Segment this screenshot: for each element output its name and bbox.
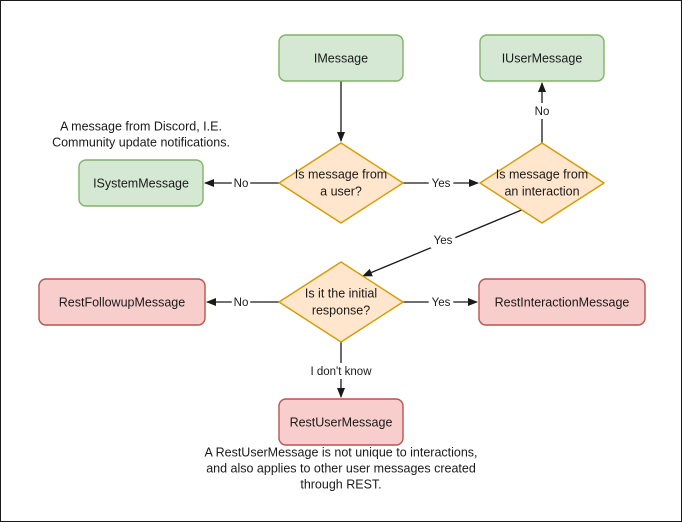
note-line: A RestUserMessage is not unique to inter… bbox=[204, 445, 477, 459]
node-label-line1: Is message from bbox=[295, 167, 387, 181]
decision-shape bbox=[278, 261, 404, 343]
edge-label-backdrop bbox=[428, 294, 454, 310]
node-label: IMessage bbox=[314, 51, 368, 65]
node-label-line2: an interaction bbox=[504, 184, 579, 198]
edge-user-check-yes-to-interaction: Yes bbox=[403, 175, 479, 191]
node-isystemmessage[interactable]: ISystemMessage bbox=[78, 159, 204, 207]
node-imessage[interactable]: IMessage bbox=[278, 34, 404, 82]
edge-interaction-no-to-iusermessage: No bbox=[532, 82, 552, 143]
note-line: and also applies to other user messages … bbox=[206, 461, 476, 475]
edge-label: No bbox=[535, 106, 550, 118]
edge-user-check-no-to-system: No bbox=[204, 175, 279, 191]
note-system-message-note: A message from Discord, I.E. Community up… bbox=[52, 119, 230, 149]
node-label: ISystemMessage bbox=[93, 176, 189, 190]
note-line: Community update notifications. bbox=[52, 135, 230, 149]
node-label: RestFollowupMessage bbox=[59, 295, 185, 309]
edge-label: Yes bbox=[432, 297, 451, 309]
node-restinteractionmessage[interactable]: RestInteractionMessage bbox=[478, 278, 646, 326]
node-is-from-interaction[interactable]: Is message from an interaction bbox=[479, 142, 605, 224]
node-shape bbox=[38, 278, 206, 326]
node-shape bbox=[278, 34, 404, 82]
edge-initial-unknown-to-usermessage: I don't know bbox=[300, 342, 382, 398]
node-is-initial-response[interactable]: Is it the initial response? bbox=[278, 261, 404, 343]
edge-label-backdrop bbox=[231, 294, 251, 310]
edge-label: No bbox=[234, 297, 249, 309]
note-line: through REST. bbox=[300, 477, 381, 491]
node-label: IUserMessage bbox=[502, 51, 583, 65]
node-label: RestInteractionMessage bbox=[495, 295, 630, 309]
edge-label-backdrop bbox=[428, 175, 454, 191]
node-shape bbox=[278, 398, 404, 446]
edge-label: Yes bbox=[432, 178, 451, 190]
edge-initial-yes-to-interactionmessage: Yes bbox=[403, 294, 478, 310]
edge-label: No bbox=[234, 178, 249, 190]
node-restfollowupmessage[interactable]: RestFollowupMessage bbox=[38, 278, 206, 326]
node-shape bbox=[478, 278, 646, 326]
edge-label-backdrop bbox=[532, 103, 552, 119]
node-is-from-user[interactable]: Is message from a user? bbox=[278, 142, 404, 224]
edge-initial-no-to-followup: No bbox=[206, 294, 279, 310]
edge-label-backdrop bbox=[430, 232, 456, 248]
node-label-line2: a user? bbox=[320, 184, 362, 198]
edge-label: I don't know bbox=[310, 366, 372, 378]
node-label-line1: Is it the initial bbox=[305, 286, 377, 300]
note-line: A message from Discord, I.E. bbox=[60, 119, 222, 133]
node-label-line1: Is message from bbox=[496, 167, 588, 181]
edge-label-backdrop bbox=[300, 363, 382, 379]
edge-label: Yes bbox=[434, 235, 453, 247]
node-shape bbox=[78, 159, 204, 207]
decision-shape bbox=[278, 142, 404, 224]
notes-layer: A message from Discord, I.E. Community up… bbox=[52, 119, 477, 491]
edge-interaction-yes-to-initial-check: Yes bbox=[362, 208, 525, 277]
node-shape bbox=[479, 34, 605, 82]
edge-label-backdrop bbox=[231, 175, 251, 191]
node-iusermessage[interactable]: IUserMessage bbox=[479, 34, 605, 82]
note-rest-user-message-note: A RestUserMessage is not unique to inter… bbox=[204, 445, 477, 491]
node-label: RestUserMessage bbox=[290, 415, 393, 429]
node-label-line2: response? bbox=[312, 303, 370, 317]
decision-shape bbox=[479, 142, 605, 224]
node-restusermessage[interactable]: RestUserMessage bbox=[278, 398, 404, 446]
